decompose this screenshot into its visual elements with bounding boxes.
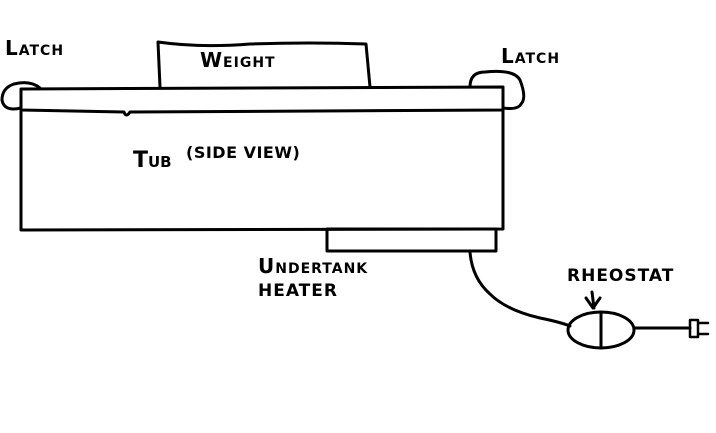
tub-label: Tub [133,148,172,173]
weight-label: Weight [200,48,276,72]
latch-right [468,69,526,110]
heater-label-line2: heater [258,281,338,301]
rheostat-label: rheostat [567,266,675,286]
plug-icon [688,318,710,339]
tub-view-note: (side view) [186,143,301,162]
tub-lid [19,85,505,117]
heater-cord [468,250,572,328]
latch-left [0,81,42,111]
latch-left-label: Latch [5,36,65,60]
tub-body [19,108,505,232]
weight-block [156,40,372,89]
rheostat-arrow [584,290,602,310]
heater-label-line1: Undertank [258,254,369,278]
undertank-heater-pad [325,227,498,253]
latch-right-label: Latch [501,44,561,68]
